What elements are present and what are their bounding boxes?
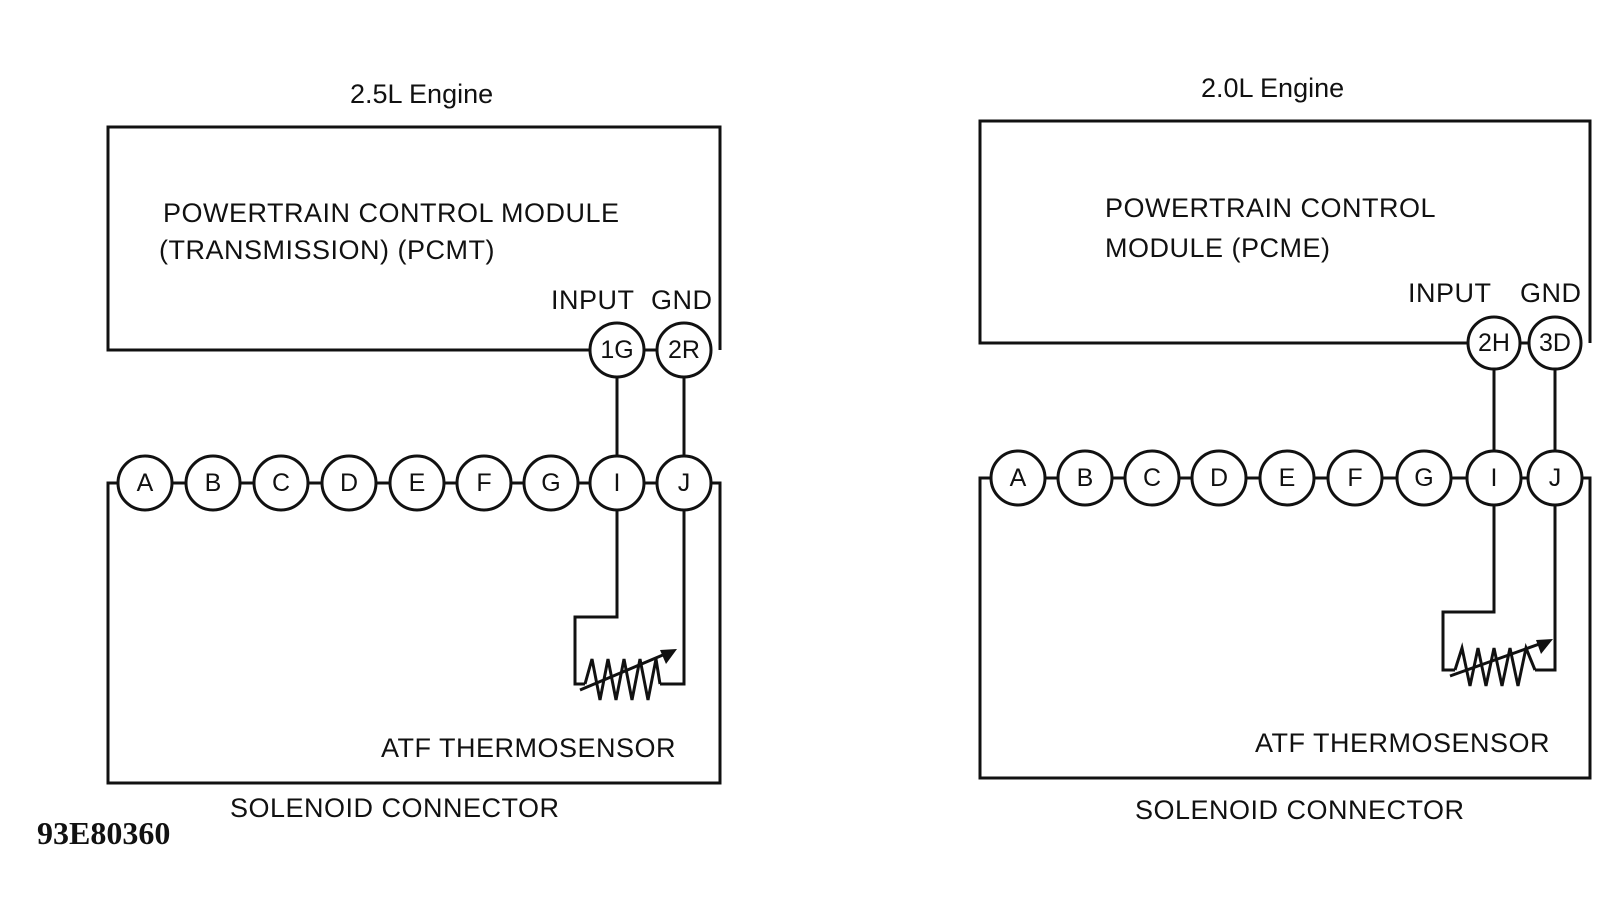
left-sensor-label: ATF THERMOSENSOR bbox=[381, 733, 676, 763]
left-diagram: 2.5L Engine POWERTRAIN CONTROL MODULE (T… bbox=[106, 79, 722, 823]
right-sensor-label: ATF THERMOSENSOR bbox=[1255, 728, 1550, 758]
right-engine-label: 2.0L Engine bbox=[1201, 73, 1344, 103]
left-module-line2: (TRANSMISSION) (PCMT) bbox=[159, 235, 495, 265]
right-connector-pins: A B C D E F G I J bbox=[989, 449, 1584, 507]
right-connector-pin-label: G bbox=[1414, 464, 1433, 492]
left-gnd-pin bbox=[655, 321, 713, 379]
left-engine-label: 2.5L Engine bbox=[350, 79, 493, 109]
left-input-pin bbox=[588, 321, 646, 379]
right-connector-pin-label: A bbox=[1010, 464, 1027, 492]
right-connector-pin-label: C bbox=[1143, 464, 1161, 492]
right-connector-pin bbox=[1395, 449, 1453, 507]
left-connector-pin-label: D bbox=[340, 469, 358, 497]
right-connector-pin bbox=[1123, 449, 1181, 507]
right-connector-pin-label: F bbox=[1347, 464, 1362, 492]
right-connector-pin bbox=[1056, 449, 1114, 507]
left-connector-pin-label: J bbox=[678, 469, 691, 497]
left-connector-pin bbox=[455, 454, 513, 512]
left-gnd-label: GND bbox=[651, 285, 713, 315]
left-connector-pin bbox=[522, 454, 580, 512]
left-thermistor-icon bbox=[583, 658, 662, 701]
left-connector-pin bbox=[116, 454, 174, 512]
left-module-line1: POWERTRAIN CONTROL MODULE bbox=[163, 198, 620, 228]
right-connector-pin-label: J bbox=[1549, 464, 1562, 492]
right-connector-pin-label: D bbox=[1210, 464, 1228, 492]
left-input-label: INPUT bbox=[551, 285, 635, 315]
right-module-line1: POWERTRAIN CONTROL bbox=[1105, 193, 1436, 223]
left-connector-pin-label: G bbox=[541, 469, 560, 497]
left-connector-box bbox=[106, 481, 722, 785]
figure-id: 93E80360 bbox=[37, 815, 170, 851]
right-connector-pin-label: E bbox=[1279, 464, 1296, 492]
left-sensor-lead-a bbox=[573, 510, 619, 686]
right-sensor-lead-a bbox=[1441, 505, 1496, 672]
right-gnd-pin-label: 3D bbox=[1539, 329, 1571, 357]
left-connector-pins: A B C D E F G I J bbox=[116, 454, 713, 512]
right-diagram: 2.0L Engine POWERTRAIN CONTROL MODULE (P… bbox=[978, 73, 1592, 825]
left-connector-pin-label: E bbox=[409, 469, 426, 497]
left-connector-label: SOLENOID CONNECTOR bbox=[230, 793, 560, 823]
right-input-pin-label: 2H bbox=[1478, 329, 1510, 357]
right-connector-pin bbox=[1326, 449, 1384, 507]
left-connector-pin-label: A bbox=[137, 469, 154, 497]
right-connector-pin bbox=[1190, 449, 1248, 507]
right-connector-pin bbox=[989, 449, 1047, 507]
left-connector-pin bbox=[388, 454, 446, 512]
right-connector-pin bbox=[1258, 449, 1316, 507]
left-connector-pin bbox=[252, 454, 310, 512]
right-connector-box bbox=[978, 476, 1592, 780]
left-connector-pin-label: B bbox=[205, 469, 222, 497]
left-connector-pin-label: I bbox=[614, 469, 621, 497]
right-sensor-lead-b bbox=[1535, 505, 1557, 672]
right-arrowhead-icon bbox=[1536, 639, 1553, 654]
left-connector-pin bbox=[320, 454, 378, 512]
right-gnd-pin bbox=[1527, 315, 1583, 371]
left-connector-pin-label: C bbox=[272, 469, 290, 497]
left-input-pin-label: 1G bbox=[600, 336, 633, 364]
right-pcm-box bbox=[978, 119, 1592, 345]
left-arrowhead-icon bbox=[660, 649, 677, 664]
right-connector-pin-label: I bbox=[1491, 464, 1498, 492]
left-connector-pin-label: F bbox=[476, 469, 491, 497]
left-sensor-lead-b bbox=[660, 510, 686, 686]
right-gnd-label: GND bbox=[1520, 278, 1582, 308]
left-connector-pin bbox=[184, 454, 242, 512]
right-module-line2: MODULE (PCME) bbox=[1105, 233, 1331, 263]
right-input-label: INPUT bbox=[1408, 278, 1492, 308]
right-input-pin bbox=[1466, 315, 1522, 371]
right-connector-pin-label: B bbox=[1077, 464, 1094, 492]
right-connector-label: SOLENOID CONNECTOR bbox=[1135, 795, 1465, 825]
left-gnd-pin-label: 2R bbox=[668, 336, 700, 364]
left-variable-arrow-icon bbox=[579, 650, 671, 692]
left-pcm-box bbox=[106, 125, 722, 352]
right-thermistor-icon bbox=[1453, 642, 1537, 687]
right-variable-arrow-icon bbox=[1449, 640, 1546, 678]
